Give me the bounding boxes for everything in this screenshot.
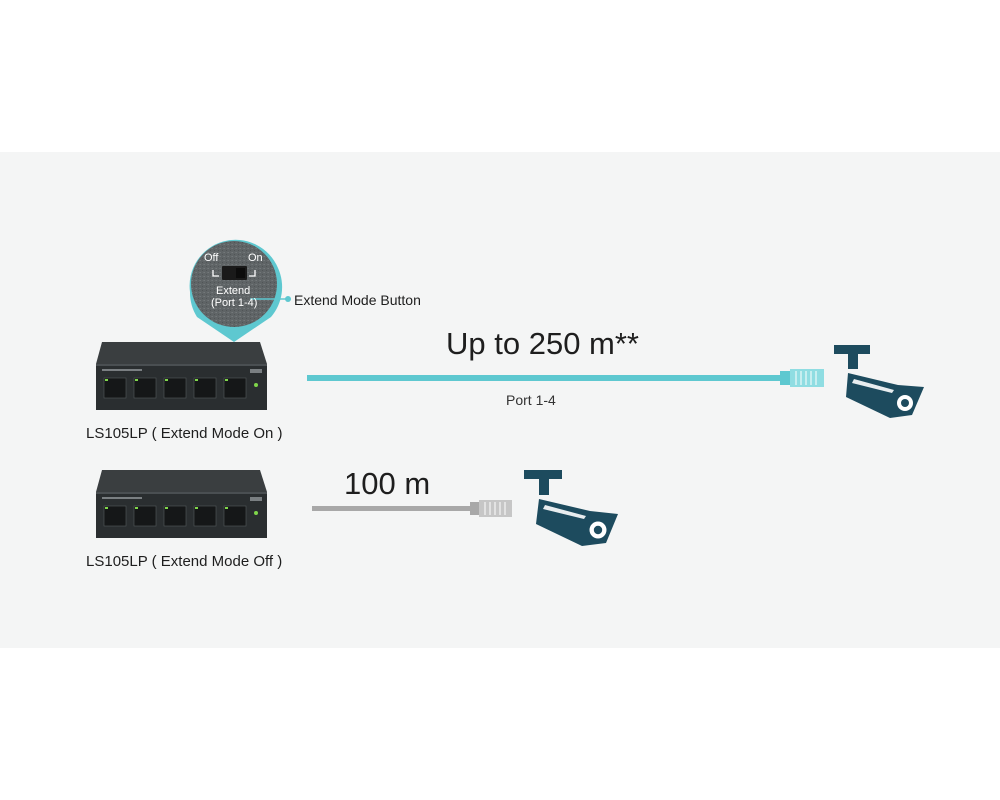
zoom-label-on: On <box>248 252 263 264</box>
extended-distance-label: Up to 250 m** <box>446 326 639 361</box>
zoom-label-extend: Extend <box>216 285 251 297</box>
switch-icon <box>96 470 267 538</box>
extend-mode-button-label: Extend Mode Button <box>294 292 421 308</box>
caption-extend-on: LS105LP ( Extend Mode On ) <box>86 425 283 442</box>
standard-distance-label: 100 m <box>344 466 431 501</box>
camera-icon <box>834 345 924 418</box>
switch-icon <box>96 342 267 410</box>
zoom-label-off: Off <box>204 252 219 264</box>
port-label: Port 1-4 <box>506 392 556 408</box>
zoom-label-ports: (Port 1-4) <box>211 297 258 309</box>
camera-icon <box>524 470 618 546</box>
caption-extend-off: LS105LP ( Extend Mode Off ) <box>86 553 283 570</box>
